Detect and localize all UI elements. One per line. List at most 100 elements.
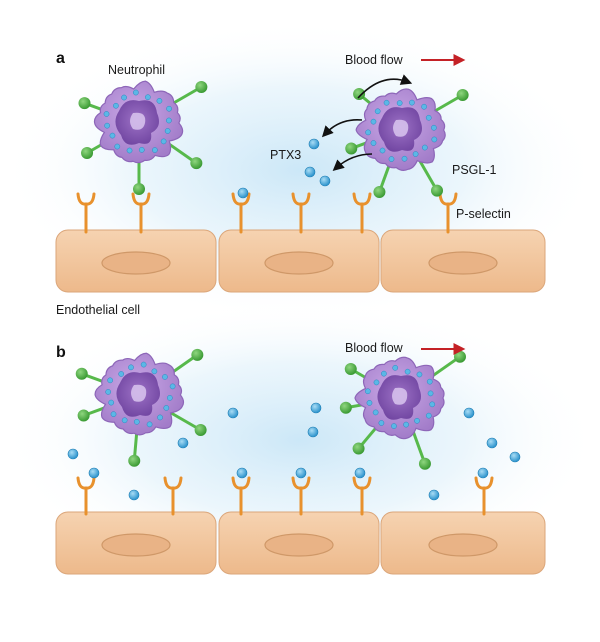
p-selectin-head — [163, 476, 183, 490]
psgl1-ligand-tip — [77, 409, 90, 422]
granule — [138, 147, 145, 153]
granule — [121, 417, 128, 424]
granule — [414, 417, 420, 424]
motion-arrow — [357, 74, 413, 99]
ptx3-molecule — [177, 437, 189, 449]
granule — [151, 368, 158, 375]
granule — [166, 395, 173, 401]
granule — [157, 414, 163, 421]
granule — [103, 111, 110, 117]
granule — [392, 364, 399, 371]
p-selectin-head — [131, 192, 151, 206]
a-cell-nucleus — [264, 251, 334, 275]
ptx3-molecule — [227, 407, 239, 419]
panel-b — [55, 343, 546, 575]
psgl1-ligand-tip — [418, 457, 431, 470]
granule — [140, 361, 147, 368]
granule — [366, 400, 373, 406]
psgl1-ligand-tip — [353, 88, 366, 101]
ptx3-molecule — [354, 467, 366, 479]
granule — [421, 144, 428, 151]
granule — [109, 132, 116, 139]
p-selectin-head — [231, 476, 251, 490]
granule — [162, 374, 168, 380]
granule — [166, 105, 172, 112]
p-selectin-head — [291, 476, 311, 490]
psgl1-ligand-tip — [81, 147, 94, 159]
granule — [113, 102, 119, 109]
p-selectin-head — [231, 192, 251, 206]
granule — [425, 114, 432, 121]
granule — [365, 129, 371, 136]
granule — [105, 389, 112, 395]
granule — [378, 420, 385, 426]
ptx3-molecule — [463, 407, 475, 419]
ptx3-molecule — [486, 437, 498, 449]
granule — [121, 94, 127, 101]
granule — [388, 156, 395, 162]
granule — [425, 412, 432, 419]
p-selectin-label: P-selectin — [456, 207, 511, 221]
granule — [379, 147, 386, 154]
nucleus-highlight — [392, 387, 408, 405]
granule — [163, 405, 170, 411]
psgl1-ligand-tip — [345, 142, 358, 155]
ptx3-molecule — [67, 448, 79, 460]
ptx3-molecule — [304, 166, 316, 178]
a-cell-nucleus — [101, 251, 171, 275]
granule — [391, 423, 397, 429]
psgl1-ligand-tip — [431, 184, 443, 197]
granule — [126, 147, 133, 154]
ptx3-molecule — [307, 426, 319, 438]
panel-letter-b: b — [56, 344, 66, 361]
granule — [396, 100, 403, 106]
granule — [426, 378, 433, 385]
granule — [169, 383, 176, 390]
granule — [107, 377, 114, 384]
granule — [166, 117, 172, 124]
granule — [156, 97, 163, 104]
granule — [114, 143, 121, 150]
granule — [164, 128, 171, 134]
granule — [374, 108, 381, 115]
psgl1-ligand-tip — [453, 350, 466, 363]
granule — [128, 364, 134, 371]
psgl1-ligand — [168, 85, 203, 107]
ptx3-molecule — [88, 467, 100, 479]
ptx3-bound — [237, 187, 249, 199]
granule — [118, 371, 125, 377]
a-cell-nucleus — [428, 251, 498, 275]
granule — [373, 379, 380, 386]
ptx3-molecule — [310, 402, 322, 414]
ptx3-molecule — [509, 451, 521, 463]
psgl1-ligand-tip — [344, 363, 357, 375]
blood-flow-label-a: Blood flow — [345, 53, 404, 67]
nucleus-highlight — [131, 384, 147, 402]
granule — [152, 147, 158, 153]
psgl1-ligand-tip — [456, 89, 469, 101]
p-selectin-head — [352, 192, 372, 206]
granule — [372, 409, 379, 416]
granule — [427, 390, 434, 397]
granule — [364, 388, 371, 395]
b-cell-nucleus — [264, 533, 334, 557]
ptx3-molecule — [477, 467, 489, 479]
p-selectin-head — [76, 192, 96, 206]
granule — [104, 122, 110, 129]
psgl1-ligand-tip — [339, 401, 352, 414]
b-cell-nucleus — [428, 533, 498, 557]
granule — [370, 118, 377, 125]
psgl1-ligand — [428, 355, 461, 380]
psgl1-ligand-tip — [190, 157, 203, 170]
neutrophil-label: Neutrophil — [108, 63, 165, 77]
granule — [108, 399, 115, 406]
granule — [401, 155, 408, 162]
psgl1-ligand-tip — [191, 348, 204, 361]
ptx3-molecule — [308, 138, 320, 150]
granule — [416, 371, 423, 378]
panel-letter-a: a — [56, 50, 65, 67]
granule — [160, 138, 167, 145]
ptx3-molecule — [428, 489, 440, 501]
ptx3-release-arrow — [332, 153, 373, 171]
